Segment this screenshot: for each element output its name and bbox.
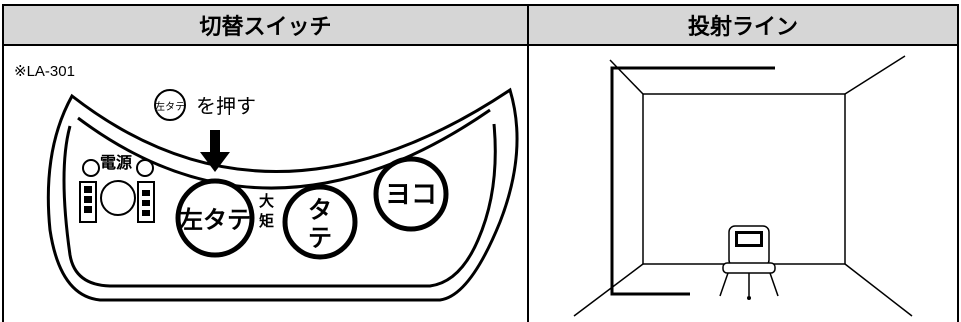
corner-line-bl <box>573 263 644 317</box>
large-angle-label-1: 大 <box>259 192 274 210</box>
instruction-text: を押す <box>196 94 256 118</box>
panel-inner <box>62 123 497 288</box>
header-projection: 投射ライン <box>527 4 959 46</box>
power-led-left-icon <box>82 159 100 177</box>
panel-outer <box>46 87 519 302</box>
battery-left-icon <box>79 181 97 223</box>
header-switch: 切替スイッチ <box>2 4 529 46</box>
switch-cell <box>2 44 529 322</box>
yoko-button[interactable] <box>373 156 449 232</box>
yoko-label: ヨコ <box>385 180 437 210</box>
tate-button[interactable] <box>282 184 358 260</box>
tate-label-1: タ <box>308 196 332 224</box>
power-label: 電源 <box>100 153 132 172</box>
corner-line-br <box>844 263 913 317</box>
laser-level-device-icon <box>719 225 779 300</box>
small-button-label: 左タテ <box>155 100 185 113</box>
model-note: ※LA-301 <box>14 63 75 80</box>
corner-line-tl <box>609 59 644 95</box>
down-arrow-icon <box>200 130 230 172</box>
projection-cell <box>527 44 959 322</box>
large-angle-label-2: 矩 <box>259 212 274 230</box>
left-tate-label: 左タテ <box>179 206 251 234</box>
power-button-icon <box>100 180 136 216</box>
panel-curve <box>77 108 491 190</box>
corner-line-tr <box>844 55 906 95</box>
small-left-tate-button-icon <box>154 89 186 121</box>
left-tate-button[interactable] <box>175 178 255 258</box>
tate-label-2: テ <box>308 224 332 252</box>
battery-right-icon <box>137 181 155 223</box>
laser-line-left <box>610 66 775 296</box>
power-led-right-icon <box>136 159 154 177</box>
